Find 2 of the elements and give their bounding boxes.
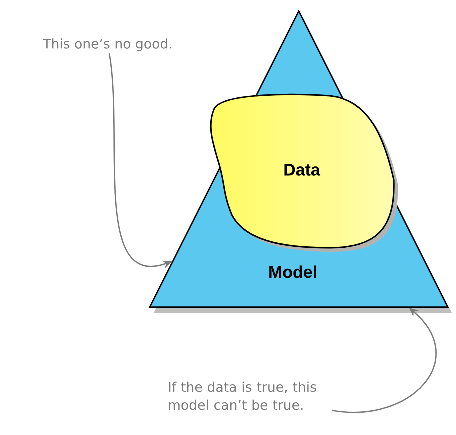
annotation-text: If the data is true, this model can’t be true.: [169, 382, 316, 410]
data-blob: Data: [210, 94, 398, 252]
